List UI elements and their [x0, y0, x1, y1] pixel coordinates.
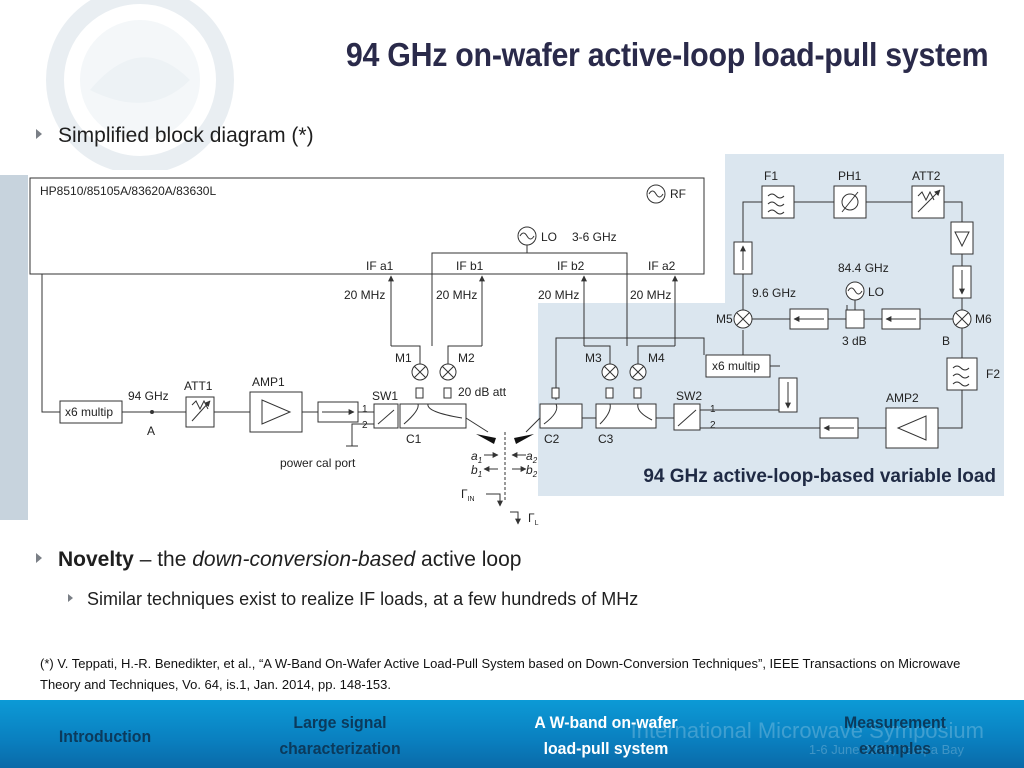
nav-measurement-line2: examples: [858, 739, 932, 758]
novelty-dash: – the: [133, 548, 193, 571]
ph1-label: PH1: [838, 169, 862, 183]
nav-large-signal-line2: characterization: [279, 739, 401, 758]
if-a1-label: IF a1: [366, 259, 394, 273]
bullet-similar-techniques: Similar techniques exist to realize IF l…: [68, 589, 638, 610]
loop-caption: 94 GHz active-loop-based variable load: [643, 466, 996, 487]
att1-label: ATT1: [184, 379, 213, 393]
coupler-c2: [539, 403, 583, 429]
f1-label: F1: [764, 169, 778, 183]
if-b1-label: IF b1: [456, 259, 484, 273]
x6-left-label: x6 multip: [65, 405, 113, 419]
bullet-text: Simplified block diagram (*): [58, 124, 314, 147]
mhz-a2: 20 MHz: [630, 288, 671, 302]
rf-label: RF: [670, 187, 686, 201]
node-a-label: A: [147, 424, 155, 438]
filter-f1: [761, 185, 795, 219]
footer-ghost-date: 1-6 June 2014, Tampa Bay: [808, 742, 964, 757]
sw1-box: [373, 403, 399, 429]
nav-w-band-line1: A W-band on-wafer: [534, 713, 678, 732]
bullet-novelty: Novelty – the down-conversion-based acti…: [36, 548, 521, 572]
coupler-c1: [399, 403, 467, 429]
mixer-m6-icon: [952, 309, 972, 329]
if-a2-label: IF a2: [648, 259, 676, 273]
splitter-3db: [845, 309, 865, 329]
left-edge-strip: [0, 175, 28, 520]
ghz94-label: 94 GHz: [128, 389, 169, 403]
sw2-box: [673, 403, 701, 431]
sw2-port2: 2: [710, 420, 716, 431]
m5-label: M5: [716, 312, 733, 326]
wave-a1: a1: [471, 449, 482, 465]
lo-freq-label: 3-6 GHz: [572, 230, 617, 244]
sub-bullet-text: Similar techniques exist to realize IF l…: [87, 589, 639, 609]
c3-label: C3: [598, 432, 614, 446]
gamma-in-label: ΓIN: [461, 487, 475, 503]
nav-w-band-line2: load-pull system: [543, 739, 669, 758]
lo-label: LO: [541, 230, 557, 244]
node-b-label: B: [942, 334, 950, 348]
mixer-m2-icon: [439, 363, 457, 381]
wave-b2: b2: [526, 463, 538, 479]
nav-measurement-examples[interactable]: Measurement examples: [825, 710, 965, 762]
mhz-b1: 20 MHz: [436, 288, 477, 302]
att2-label: ATT2: [912, 169, 941, 183]
db3-label: 3 dB: [842, 334, 867, 348]
novelty-italic: down-conversion-based: [192, 548, 416, 571]
amp1-label: AMP1: [252, 375, 285, 389]
block-diagram: HP8510/85105A/83620A/83630L RF LO 3-6 GH…: [0, 154, 1004, 527]
mixer-m1-icon: [411, 363, 429, 381]
if-b2-label: IF b2: [557, 259, 585, 273]
m3-label: M3: [585, 351, 602, 365]
nav-introduction[interactable]: Introduction: [45, 724, 166, 750]
mixer-m5-icon: [733, 309, 753, 329]
lo844-label: LO: [868, 285, 884, 299]
nav-measurement-line1: Measurement: [844, 713, 946, 732]
sw1-label: SW1: [372, 389, 398, 403]
m1-label: M1: [395, 351, 412, 365]
sw1-port1: 1: [362, 404, 368, 415]
c1-label: C1: [406, 432, 422, 446]
bullet-arrow-icon: [36, 129, 42, 140]
bullet-arrow-icon: [68, 594, 73, 603]
mixer-m3-icon: [601, 363, 619, 381]
nav-large-signal[interactable]: Large signal characterization: [256, 710, 423, 762]
footer-ghost-text: International Microwave Symposium: [630, 718, 984, 743]
mhz-b2: 20 MHz: [538, 288, 579, 302]
nav-w-band-system[interactable]: A W-band on-wafer load-pull system: [515, 710, 697, 762]
reference-citation: (*) V. Teppati, H.-R. Benedikter, et al.…: [40, 656, 961, 692]
vna-label: HP8510/85105A/83620A/83630L: [40, 184, 216, 198]
power-cal-label: power cal port: [280, 456, 356, 470]
wave-b1: b1: [471, 463, 482, 479]
nav-introduction-label: Introduction: [58, 727, 152, 746]
sw1-port2: 2: [362, 420, 368, 431]
coupler-c3: [595, 403, 657, 429]
mixer-m4-icon: [629, 363, 647, 381]
c2-label: C2: [544, 432, 560, 446]
x6-right-label: x6 multip: [712, 359, 760, 373]
lo844-freq-label: 84.4 GHz: [838, 261, 889, 275]
slide-title: 94 GHz on-wafer active-loop load-pull sy…: [345, 36, 989, 73]
wave-a2: a2: [526, 449, 538, 465]
m6-label: M6: [975, 312, 992, 326]
novelty-bold: Novelty: [58, 548, 134, 571]
bullet-arrow-icon: [36, 553, 42, 564]
f2-label: F2: [986, 367, 1000, 381]
bullet-block-diagram: Simplified block diagram (*): [36, 124, 314, 148]
active-loop-panel-lower: [538, 303, 1004, 496]
ghz96-label: 9.6 GHz: [752, 286, 796, 300]
att-20db-label: 20 dB att: [458, 385, 507, 399]
mhz-a1: 20 MHz: [344, 288, 385, 302]
ims-watermark-logo: [46, 0, 234, 170]
nav-large-signal-line1: Large signal: [293, 713, 387, 732]
amp2-label: AMP2: [886, 391, 919, 405]
m2-label: M2: [458, 351, 475, 365]
footer-nav-bar: International Microwave Symposium 1-6 Ju…: [0, 700, 1024, 768]
m4-label: M4: [648, 351, 665, 365]
vna-box: [29, 177, 705, 275]
gamma-l-label: ΓL: [528, 511, 539, 527]
sw2-label: SW2: [676, 389, 702, 403]
novelty-rest: active loop: [415, 548, 522, 571]
